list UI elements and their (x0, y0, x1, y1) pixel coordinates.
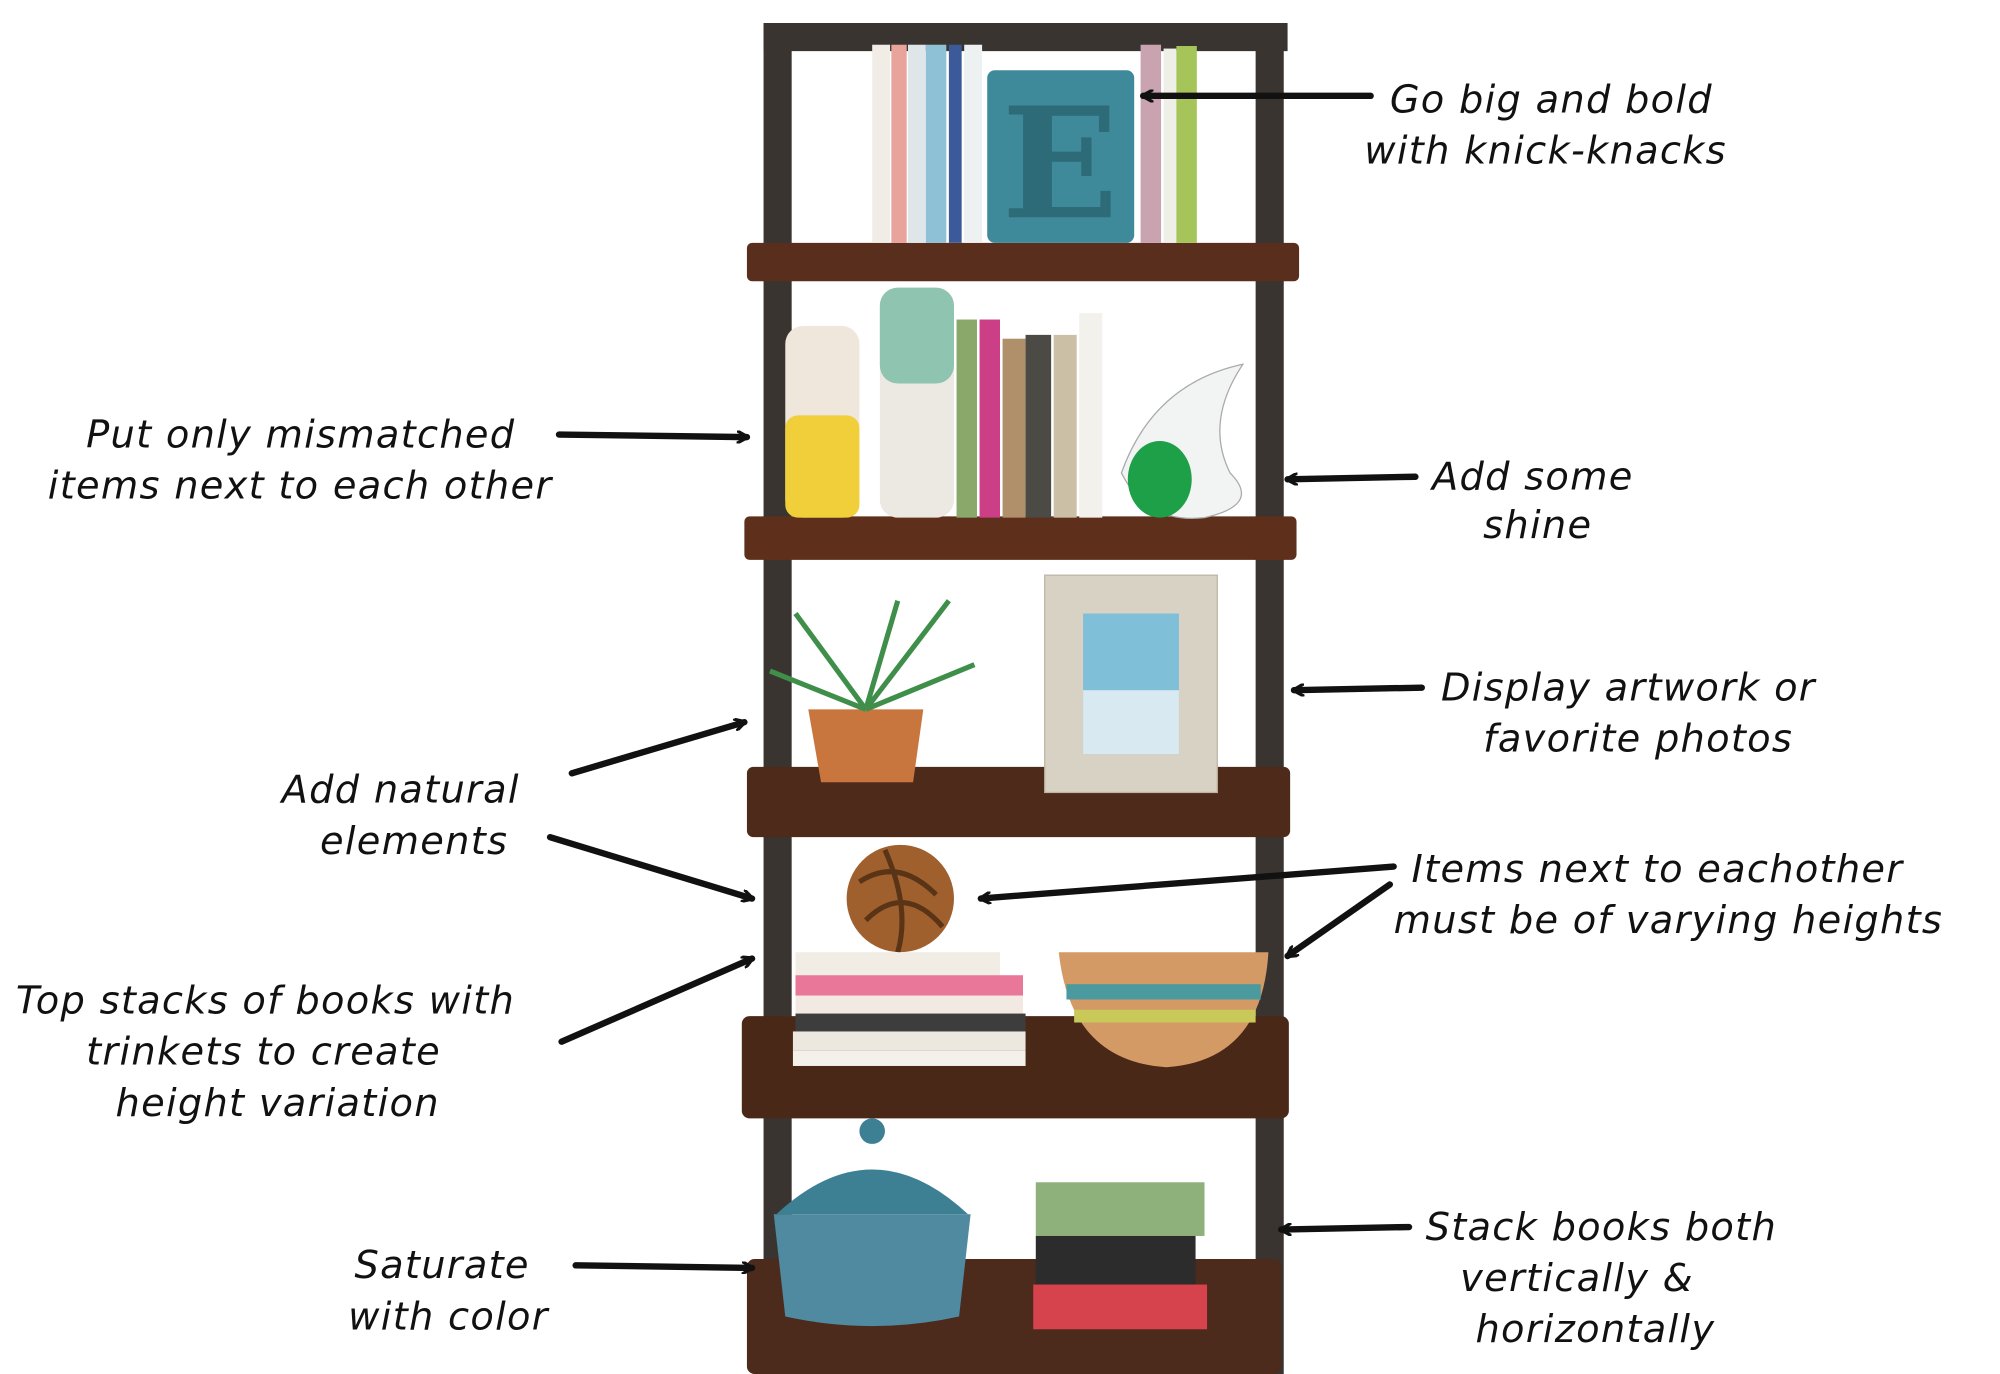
annotation-line: vertically & (1460, 1256, 1694, 1301)
annotation-line: Stack books both (1426, 1205, 1777, 1250)
annotation-line: shine (1483, 503, 1592, 548)
annotation-line: with color (348, 1294, 550, 1339)
annotation-line: trinkets to create (86, 1030, 441, 1075)
annotation-line: Display artwork or (1441, 665, 1817, 710)
annotation-stack-books: Stack books both vertically & horizontal… (1277, 1205, 1777, 1352)
annotation-line: Items next to eachother (1412, 847, 1905, 892)
annotation-line: height variation (116, 1081, 440, 1126)
potted-plant (768, 599, 976, 783)
annotation-artwork: Display artwork or favorite photos (1290, 665, 1817, 762)
letter-e-decor: E (987, 70, 1135, 254)
book-stack-small (792, 952, 1026, 1066)
annotation-stacks: Top stacks of books with trinkets to cre… (16, 959, 752, 1126)
annotation-line: items next to each other (48, 463, 554, 508)
annotation-color: Saturate with color (348, 1243, 756, 1339)
middle-books (956, 313, 1103, 518)
glass-fish-decor (1120, 363, 1245, 519)
annotation-shine: Add some shine (1284, 455, 1634, 548)
annotation-natural: Add natural elements (279, 722, 752, 898)
teal-lidded-basket (773, 1118, 971, 1327)
annotation-line: Add natural (279, 768, 520, 813)
annotation-line: Put only mismatched (86, 412, 515, 457)
book-stack-bottom (1033, 1182, 1208, 1330)
letter-e-label: E (1002, 74, 1119, 254)
top-shelf-books (872, 44, 1197, 243)
annotation-mismatched: Put only mismatched items next to each o… (48, 412, 751, 508)
annotation-line: horizontally (1475, 1307, 1715, 1352)
annotation-heights: Items next to eachother must be of varyi… (977, 847, 1943, 960)
annotation-line: Top stacks of books with (16, 979, 515, 1024)
shelf-1 (746, 242, 1300, 282)
wicker-ball (846, 844, 954, 953)
annotation-line: must be of varying heights (1394, 898, 1943, 943)
annotation-line: Go big and bold (1390, 77, 1713, 122)
woven-bowl (1058, 952, 1269, 1068)
annotation-knick-knacks: Go big and bold with knick-knacks (1139, 77, 1727, 174)
annotation-line: elements (320, 819, 508, 864)
annotation-line: Add some (1429, 455, 1634, 500)
annotation-line: Saturate (355, 1243, 530, 1288)
annotation-line: favorite photos (1483, 717, 1793, 762)
vases (785, 287, 954, 518)
photo-frame (1044, 574, 1218, 794)
shelf-2 (744, 516, 1297, 560)
annotation-line: with knick-knacks (1364, 129, 1727, 174)
